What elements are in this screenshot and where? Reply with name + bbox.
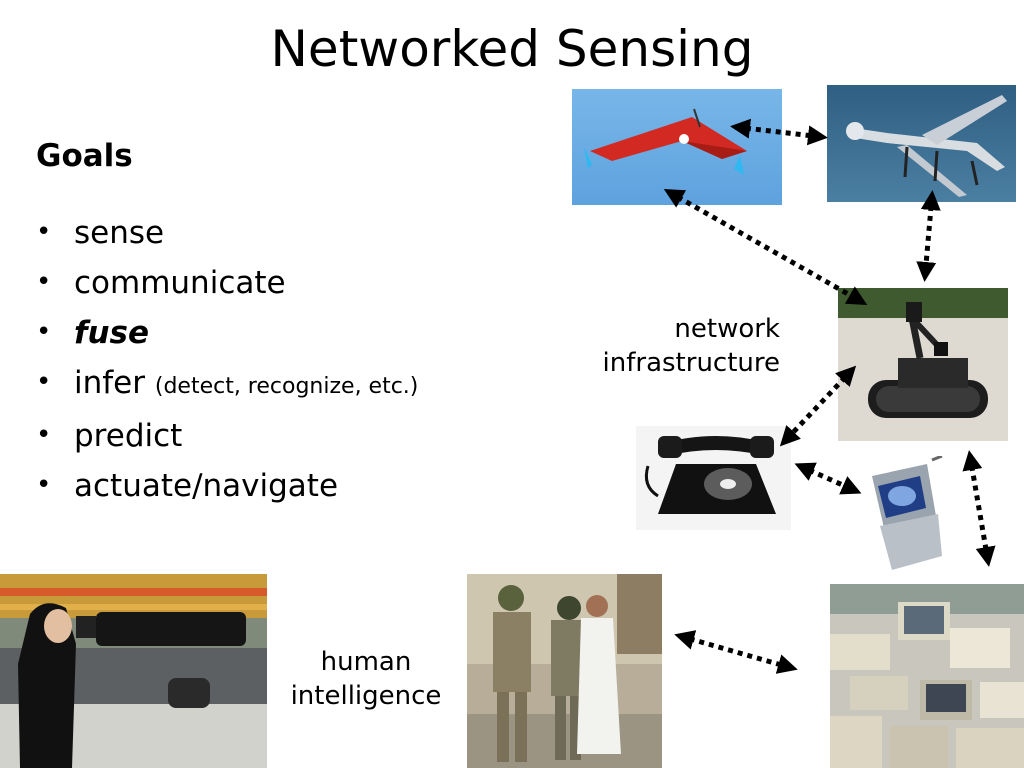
predator-uav-photo xyxy=(827,85,1016,202)
bullet-icon: • xyxy=(36,267,52,297)
rotary-telephone-photo xyxy=(636,426,791,530)
list-item: • sense xyxy=(36,208,418,258)
arrow-drone-predator xyxy=(730,118,828,146)
goal-predict: predict xyxy=(74,418,183,454)
tracked-ground-robot-photo xyxy=(838,288,1008,441)
list-item: • infer (detect, recognize, etc.) xyxy=(36,358,418,411)
bullet-icon: • xyxy=(36,470,52,500)
arrow-predator-robot xyxy=(916,190,941,282)
list-item: • actuate/navigate xyxy=(36,461,418,511)
computer-junk-pile-photo xyxy=(830,584,1024,768)
photographer-telephoto-lens-photo xyxy=(0,574,267,768)
list-item: • fuse xyxy=(36,308,418,358)
arrow-robot-computers xyxy=(962,450,996,567)
list-item: • communicate xyxy=(36,258,418,308)
bullet-icon: • xyxy=(36,420,52,450)
list-item: • predict xyxy=(36,411,418,461)
human-intelligence-label: human intelligence xyxy=(290,647,442,711)
bullet-icon: • xyxy=(36,367,52,397)
slide-title: Networked Sensing xyxy=(270,20,754,78)
goal-infer-note: (detect, recognize, etc.) xyxy=(154,374,419,399)
goal-infer: infer xyxy=(74,365,145,401)
goal-sense: sense xyxy=(74,215,165,251)
arrow-robot-telephone xyxy=(779,365,857,447)
goal-actuate: actuate/navigate xyxy=(74,468,339,504)
arrow-soldiers-computers xyxy=(674,630,798,674)
soldiers-with-civilian-photo xyxy=(467,574,662,768)
bullet-icon: • xyxy=(36,217,52,247)
goals-list: • sense • communicate • fuse • infer (detect… xyxy=(36,208,418,511)
goals-heading: Goals xyxy=(36,138,133,174)
red-flying-wing-drone-photo xyxy=(572,89,782,205)
arrow-telephone-cellphone xyxy=(794,462,862,495)
goal-communicate: communicate xyxy=(74,265,286,301)
network-infrastructure-label: network infrastructure xyxy=(602,314,780,378)
arrow-drone-robot xyxy=(663,189,868,305)
bullet-icon: • xyxy=(36,317,52,347)
goal-fuse: fuse xyxy=(74,315,150,351)
flip-cell-phone-photo xyxy=(852,456,947,576)
